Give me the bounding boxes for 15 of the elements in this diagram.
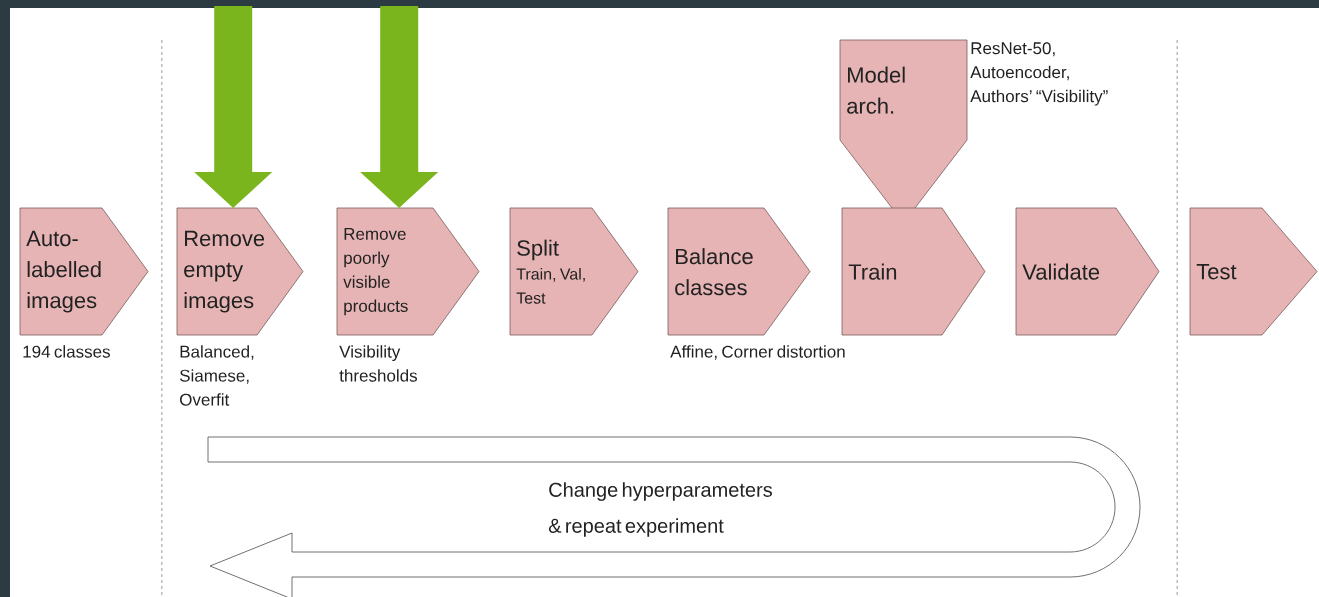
annotation: Visibility thresholds	[339, 345, 417, 382]
chevron-box: Validate	[1015, 207, 1160, 336]
chevron-box: Balance classes	[667, 207, 811, 336]
annotation: 194 classes	[23, 345, 110, 358]
chevron-box: Split Train, Val, Test	[509, 207, 639, 336]
chevron-box: Remove empty images	[176, 207, 304, 336]
chevron-box: Train	[841, 207, 986, 336]
chevron-box: Test	[1189, 207, 1318, 336]
chevron-box: Model arch.	[839, 39, 968, 224]
annotation: ResNet-50, Autoencoder, Authors’ “Visibility”	[970, 42, 1108, 106]
chevron-box: Remove poorly visible products	[336, 207, 480, 336]
loop-label: Change hyperparameters & repeat experiment	[548, 482, 772, 537]
annotation: Affine, Corner distortion	[670, 345, 845, 360]
chevron-box: Auto- labelled images	[19, 207, 149, 336]
annotation: Balanced, Siamese, Overfit	[179, 345, 254, 406]
